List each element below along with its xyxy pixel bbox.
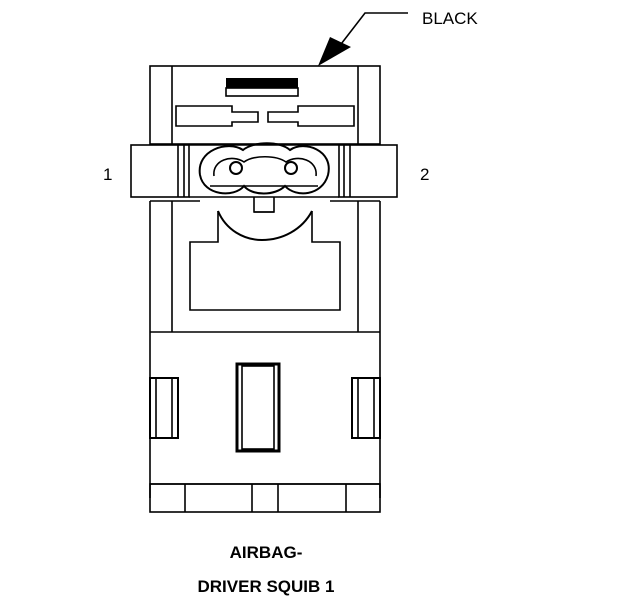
right-ear [338, 144, 398, 198]
housing-top-body [149, 65, 381, 145]
center-slot [235, 362, 281, 453]
right-latch [351, 377, 381, 439]
connector-top-housing [149, 65, 381, 145]
left-latch [149, 377, 179, 439]
left-slot [175, 105, 259, 127]
color-callout: BLACK [318, 9, 478, 66]
inner-window [189, 211, 341, 311]
callout-leader-line [337, 12, 408, 49]
pin-2-terminal [284, 161, 298, 175]
title-line-2: DRIVER SQUIB 1 [198, 577, 335, 596]
callout-arrowhead [318, 37, 351, 66]
left-ear [130, 144, 190, 198]
right-slot [267, 105, 355, 127]
pin-1-terminal [229, 161, 243, 175]
pin-1-label: 1 [103, 165, 112, 184]
side-ears [130, 144, 398, 198]
pin-2-label: 2 [420, 165, 429, 184]
key-notch [217, 210, 313, 242]
title-line-1: AIRBAG- [230, 543, 303, 562]
key [253, 197, 275, 213]
pin-cavity [198, 142, 330, 195]
callout-label: BLACK [422, 9, 478, 28]
connector-bottom-row [149, 483, 381, 513]
connector-main-body [149, 197, 381, 498]
latch-bar [226, 78, 298, 88]
